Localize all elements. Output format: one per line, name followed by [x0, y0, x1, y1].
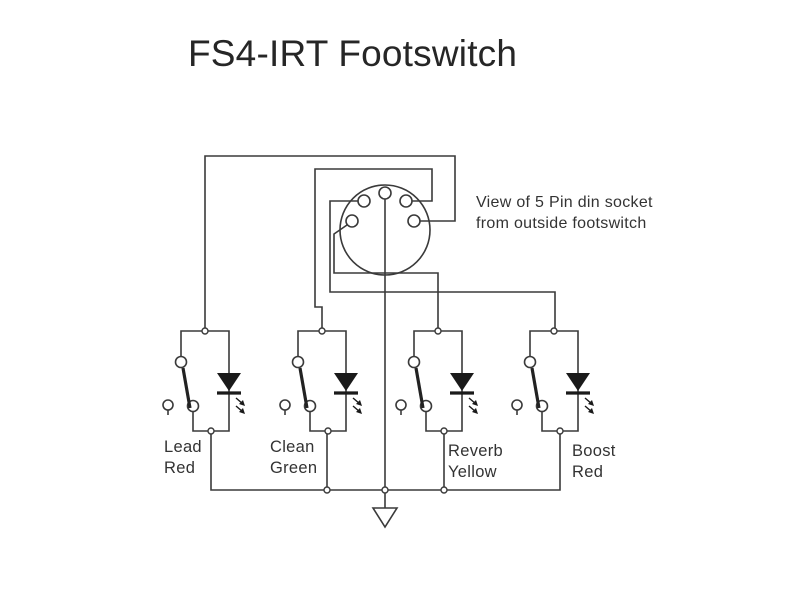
led-light-arrowhead [472, 400, 478, 406]
wire-reverb [333, 224, 439, 331]
junction-node [201, 327, 209, 335]
channel-name: Lead [164, 438, 202, 456]
din-pin-right [407, 214, 421, 228]
switch-contact-top [523, 355, 537, 369]
junction-node [440, 486, 448, 494]
wire-boost [329, 200, 556, 331]
channel-led-color: Yellow [448, 463, 497, 481]
switch-lever [298, 367, 309, 409]
junction-node [381, 486, 389, 494]
switch-contact-open [395, 399, 407, 411]
led-light-arrowhead [239, 408, 245, 414]
junction-node [324, 427, 332, 435]
din-pin-left [345, 214, 359, 228]
junction-node [207, 427, 215, 435]
led-light-arrowhead [356, 408, 362, 414]
switch-loop [529, 330, 579, 432]
channel-block-lead [162, 327, 245, 435]
junction-node [550, 327, 558, 335]
din-pin-upper-right [399, 194, 413, 208]
switch-lever [414, 367, 425, 409]
switch-lever [181, 367, 192, 409]
led-icon [334, 373, 358, 391]
din-pin-upper-left [357, 194, 371, 208]
switch-loop [180, 330, 230, 432]
led-light-arrowhead [588, 400, 594, 406]
switch-contact-top [174, 355, 188, 369]
channel-led-color: Red [164, 459, 196, 477]
din-note-line1: View of 5 Pin din socket [476, 194, 653, 211]
channel-led-color: Red [572, 463, 604, 481]
junction-node [318, 327, 326, 335]
switch-contact-top [291, 355, 305, 369]
channel-name: Reverb [448, 442, 503, 460]
din-pin-center [378, 186, 392, 200]
ground-icon [371, 507, 399, 529]
junction-node [556, 427, 564, 435]
led-light-arrowhead [356, 400, 362, 406]
led-light-arrowhead [472, 408, 478, 414]
led-icon [217, 373, 241, 391]
channel-label-lead: Lead Red [164, 437, 202, 479]
led-icon [566, 373, 590, 391]
wire-clean [314, 168, 433, 331]
diagram-title: FS4-IRT Footswitch [188, 33, 518, 74]
channel-block-boost [511, 327, 594, 435]
junction-node [440, 427, 448, 435]
switch-contact-top [407, 355, 421, 369]
switch-contact-open [511, 399, 523, 411]
wire-lead [204, 155, 456, 331]
channel-name: Clean [270, 438, 315, 456]
switch-loop [297, 330, 347, 432]
junction-node [434, 327, 442, 335]
led-icon [450, 373, 474, 391]
channel-label-clean: Clean Green [270, 437, 317, 479]
led-light-arrowhead [588, 408, 594, 414]
channel-block-reverb [395, 327, 478, 435]
switch-contact-open [162, 399, 174, 411]
channel-label-boost: Boost Red [572, 441, 616, 483]
channel-led-color: Green [270, 459, 318, 477]
din-note-line2: from outside footswitch [476, 215, 647, 232]
switch-contact-open [279, 399, 291, 411]
led-light-arrowhead [239, 400, 245, 406]
channel-name: Boost [572, 442, 616, 460]
channel-label-reverb: Reverb Yellow [448, 441, 503, 483]
channel-block-clean [279, 327, 362, 435]
junction-node [323, 486, 331, 494]
switch-loop [413, 330, 463, 432]
switch-lever [530, 367, 541, 409]
